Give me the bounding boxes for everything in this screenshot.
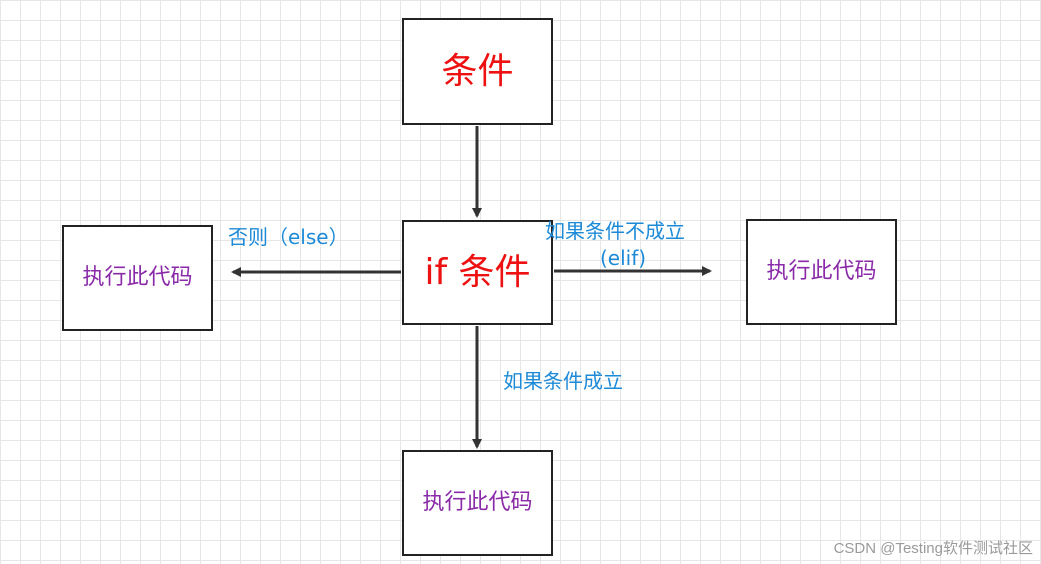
else-edge-label: 否则（else） (228, 225, 349, 249)
condition-node-label: 条件 (441, 50, 514, 92)
if-condition-node: if 条件 (402, 220, 553, 325)
watermark: CSDN @Testing软件测试社区 (833, 540, 1033, 557)
if-condition-node-label: if 条件 (424, 251, 531, 293)
elif-action-node-label: 执行此代码 (766, 259, 877, 284)
true-action-node-label: 执行此代码 (422, 490, 533, 515)
elif-action-node: 执行此代码 (746, 219, 897, 325)
else-action-node-label: 执行此代码 (82, 265, 193, 290)
else-action-node: 执行此代码 (62, 225, 213, 331)
elif-edge-label-line2: (elif) (600, 246, 647, 270)
true-action-node: 执行此代码 (402, 450, 553, 556)
elif-edge-label-line1: 如果条件不成立 (545, 219, 685, 243)
condition-node: 条件 (402, 18, 553, 125)
true-edge-label: 如果条件成立 (503, 369, 623, 393)
